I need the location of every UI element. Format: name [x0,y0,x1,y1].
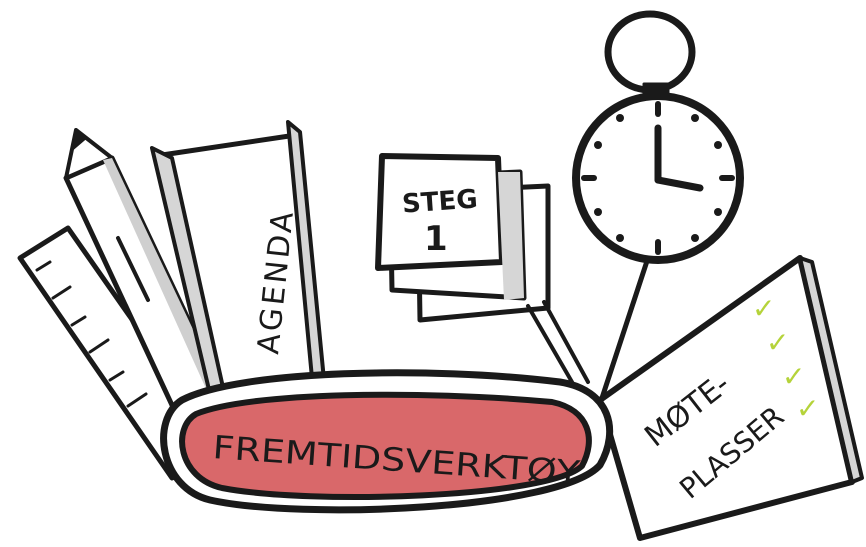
pencil-icon [63,128,227,421]
step-number: 1 [424,219,448,259]
tool-connectors [526,255,651,401]
check-mark-3: ✓ [782,360,805,393]
checklist-board-icon: MØTE- PLASSER ✓ ✓ ✓ ✓ [597,255,864,541]
check-mark-4: ✓ [796,392,819,425]
step-label: STEG [401,184,478,219]
check-mark-1: ✓ [752,292,775,325]
step-cards-icon: STEG 1 [375,153,551,323]
stopwatch-icon [572,10,744,264]
check-mark-2: ✓ [766,326,789,359]
pocket-knife-icon: FREMTIDSVERKTØY [160,369,614,514]
